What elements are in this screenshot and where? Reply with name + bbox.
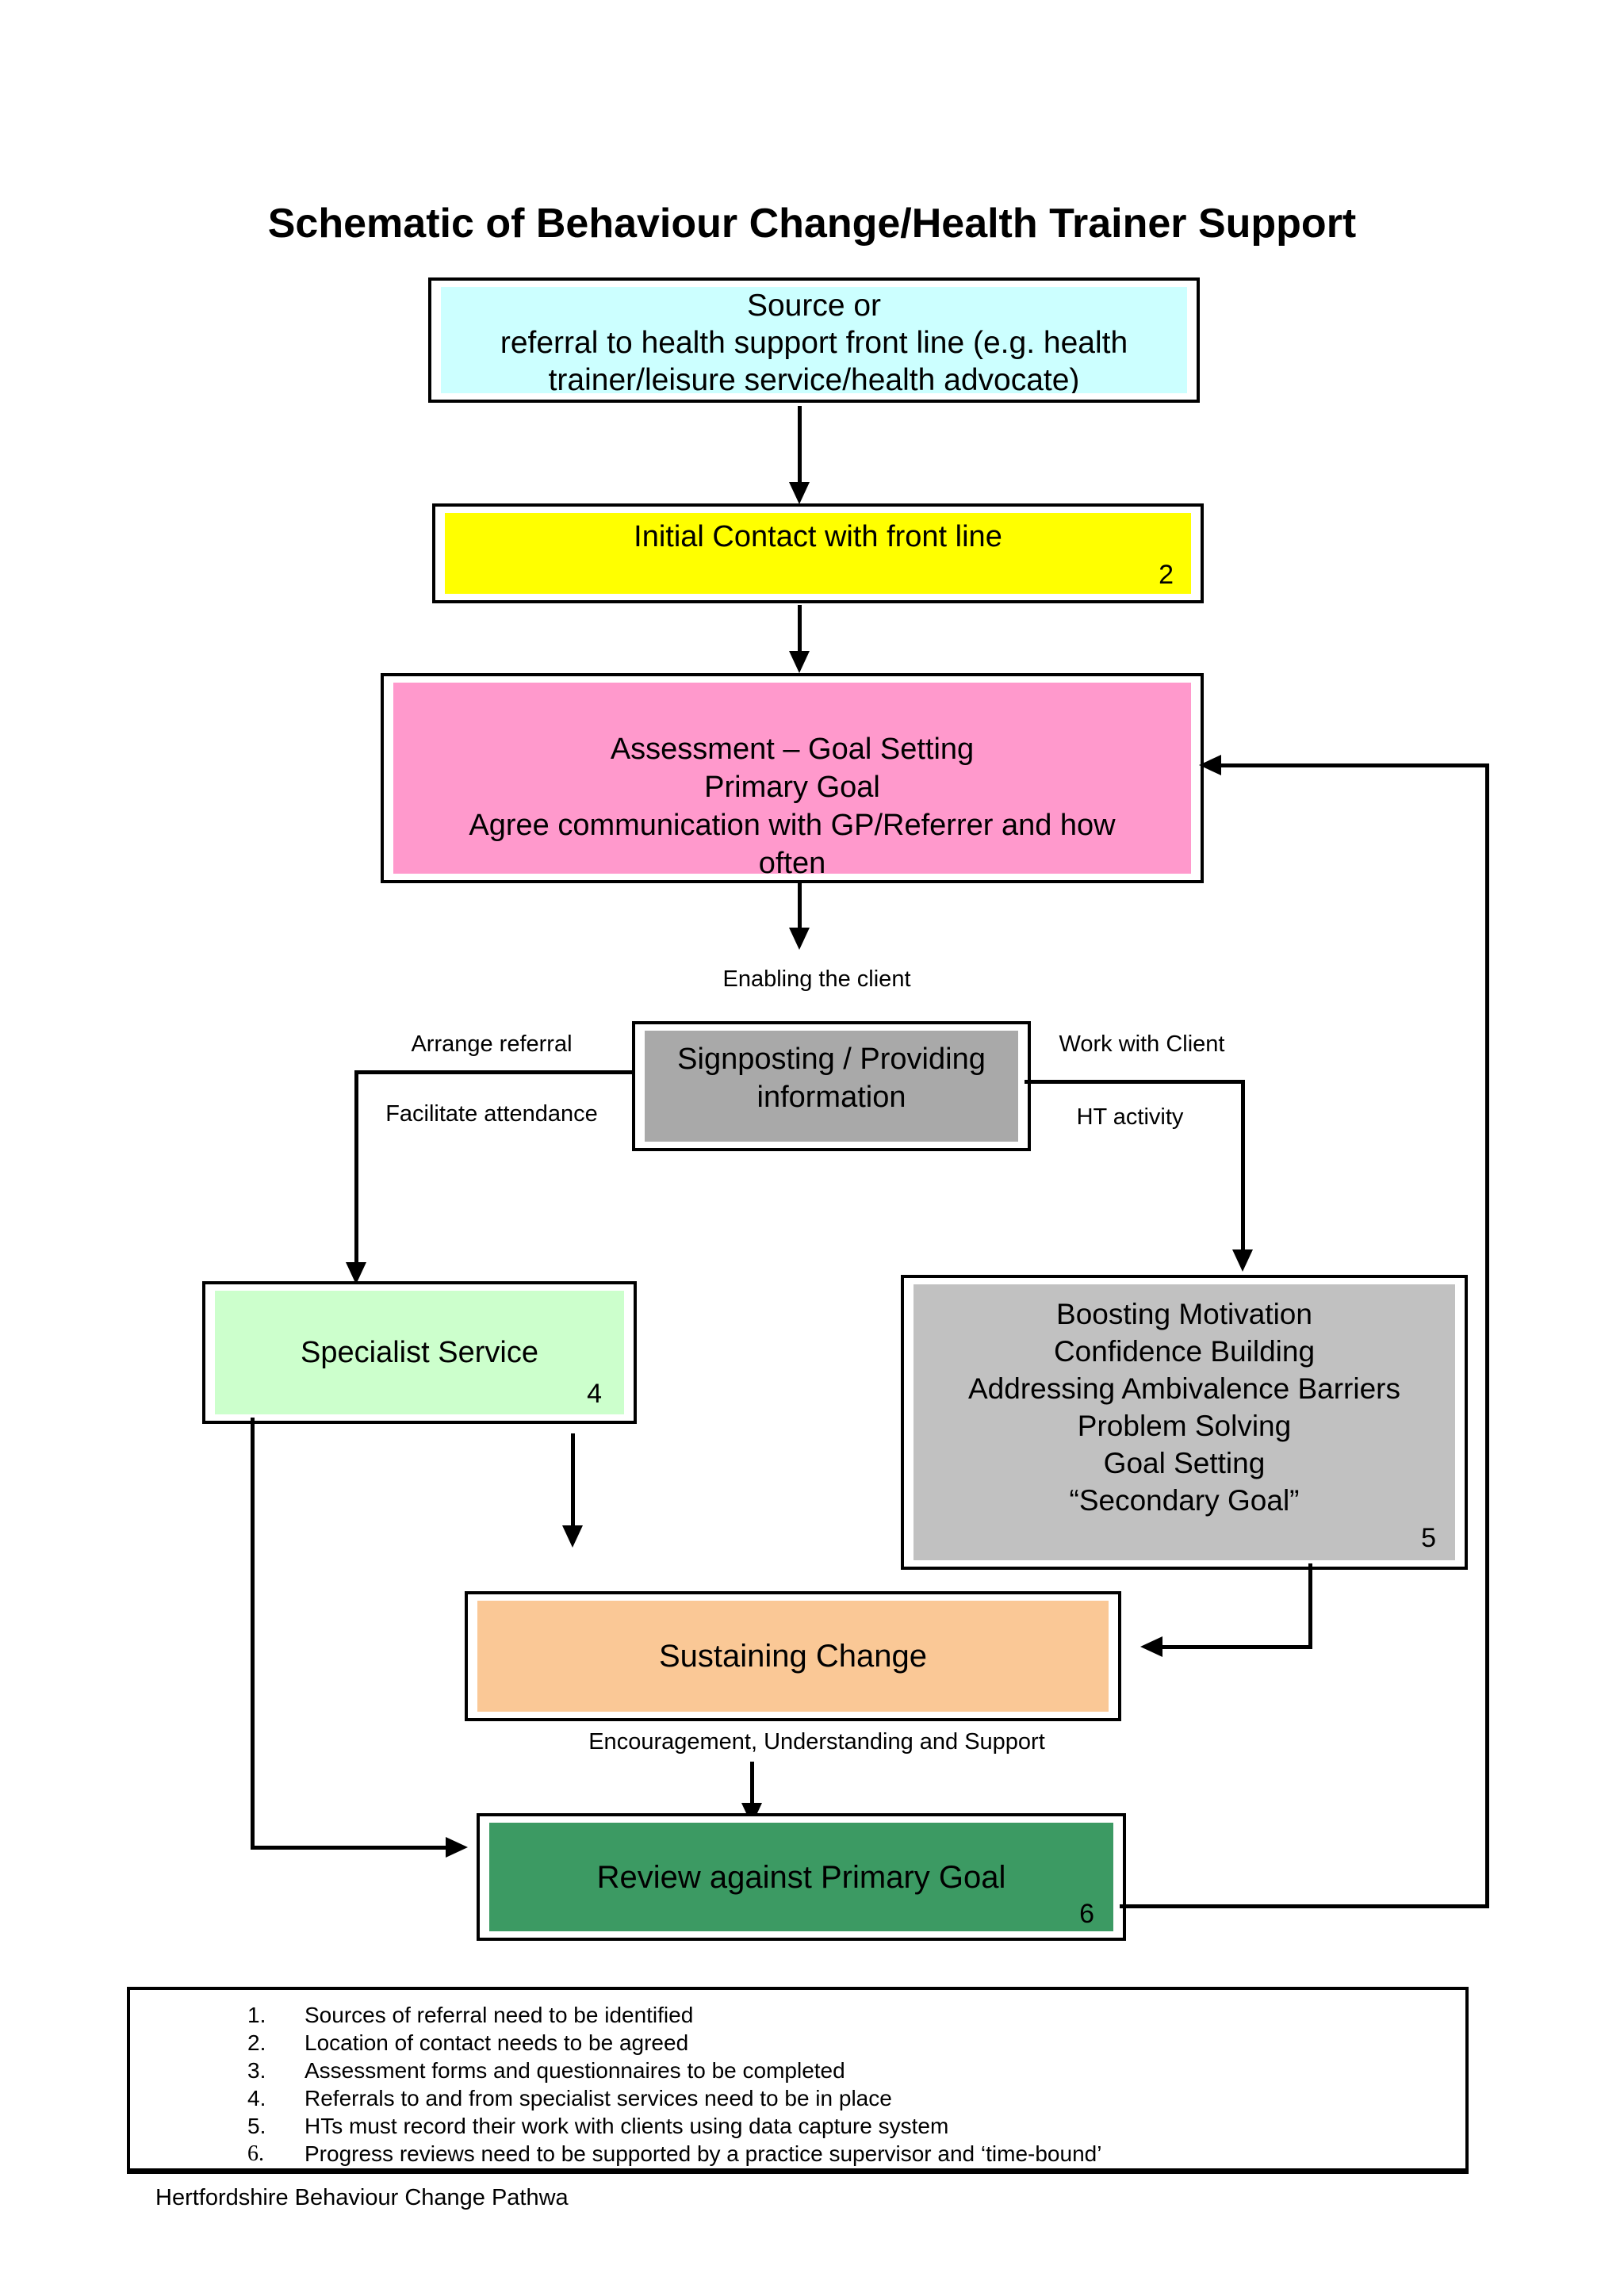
node-sustaining-change: Sustaining Change: [465, 1591, 1121, 1721]
note-number: 6.: [247, 2141, 264, 2166]
node-signposting-text: Signposting / Providing information: [677, 1043, 986, 1114]
connector-initial-to-assessment-line: [798, 605, 802, 652]
connector-review-feedback-bottom: [1120, 1904, 1489, 1908]
connector-left-branch-vertical: [354, 1070, 358, 1264]
connector-right-branch-vertical: [1241, 1080, 1245, 1251]
note-text: HTs must record their work with clients …: [304, 2114, 949, 2138]
footer-text: Hertfordshire Behaviour Change Pathwa: [155, 2185, 569, 2210]
node-source-referral-fill: Source or referral to health support fro…: [441, 287, 1187, 393]
label-enabling-the-client: Enabling the client: [722, 966, 911, 992]
note-text: Progress reviews need to be supported by…: [304, 2141, 1102, 2166]
connector-assessment-to-signposting-arrowhead: [789, 928, 810, 950]
connector-right-branch-arrowhead: [1232, 1249, 1253, 1272]
note-text: Location of contact needs to be agreed: [304, 2030, 689, 2055]
node-specialist-service: Specialist Service 4: [202, 1281, 637, 1424]
node-signposting: Signposting / Providing information: [632, 1021, 1031, 1151]
node-specialist-service-text: Specialist Service: [301, 1336, 538, 1369]
connector-specialist-to-sustaining-arrowhead: [562, 1525, 583, 1548]
node-review-primary-goal-text: Review against Primary Goal: [596, 1859, 1006, 1895]
node-review-primary-goal-badge: 6: [1079, 1899, 1094, 1929]
node-initial-contact-badge: 2: [1159, 560, 1174, 590]
label-facilitate-attendance: Facilitate attendance: [385, 1101, 598, 1127]
node-ht-client-work-fill: Boosting Motivation Confidence Building …: [914, 1284, 1455, 1560]
connector-htwork-to-sustaining-arrowhead: [1140, 1636, 1162, 1657]
node-specialist-service-badge: 4: [587, 1379, 602, 1409]
page-title: Schematic of Behaviour Change/Health Tra…: [267, 201, 1357, 247]
note-item: 2. Location of contact needs to be agree…: [130, 2029, 1465, 2057]
node-initial-contact-fill: Initial Contact with front line 2: [445, 513, 1191, 594]
node-source-referral: Source or referral to health support fro…: [428, 277, 1200, 403]
node-signposting-fill: Signposting / Providing information: [645, 1031, 1018, 1142]
node-initial-contact-text: Initial Contact with front line: [634, 520, 1002, 553]
connector-review-feedback-arrowhead: [1199, 755, 1221, 775]
node-review-primary-goal-fill: Review against Primary Goal 6: [489, 1823, 1113, 1931]
note-number: 1.: [247, 2003, 266, 2027]
note-number: 3.: [247, 2058, 266, 2083]
connector-specialist-to-review-vertical: [251, 1418, 255, 1850]
label-ht-activity: HT activity: [1076, 1104, 1184, 1130]
connector-source-to-initial-arrowhead: [789, 482, 810, 504]
node-ht-client-work-text: Boosting Motivation Confidence Building …: [968, 1298, 1400, 1517]
label-encouragement-support: Encouragement, Understanding and Support: [588, 1729, 1045, 1755]
connector-sustaining-to-review-line: [750, 1762, 754, 1806]
connector-source-to-initial-line: [798, 406, 802, 484]
notes-box: 1. Sources of referral need to be identi…: [127, 1987, 1469, 2174]
node-sustaining-change-text: Sustaining Change: [658, 1639, 928, 1674]
note-item: 5. HTs must record their work with clien…: [130, 2112, 1465, 2140]
node-review-primary-goal: Review against Primary Goal 6: [477, 1813, 1126, 1941]
note-text: Assessment forms and questionnaires to b…: [304, 2058, 845, 2083]
connector-right-branch-horizontal: [1025, 1080, 1245, 1084]
node-sustaining-change-fill: Sustaining Change: [477, 1601, 1109, 1712]
note-item: 1. Sources of referral need to be identi…: [130, 2001, 1465, 2029]
node-assessment-goal-setting: Assessment – Goal Setting Primary Goal A…: [381, 673, 1204, 883]
note-text: Sources of referral need to be identifie…: [304, 2003, 694, 2027]
node-specialist-service-fill: Specialist Service 4: [215, 1291, 624, 1414]
node-assessment-goal-setting-text: Assessment – Goal Setting Primary Goal A…: [469, 733, 1116, 874]
node-ht-client-work-badge: 5: [1421, 1523, 1436, 1553]
connector-initial-to-assessment-arrowhead: [789, 651, 810, 673]
connector-review-feedback-vertical: [1485, 763, 1489, 1908]
node-ht-client-work: Boosting Motivation Confidence Building …: [901, 1275, 1468, 1570]
note-text: Referrals to and from specialist service…: [304, 2086, 892, 2110]
connector-review-feedback-top: [1220, 763, 1489, 767]
note-item: 4. Referrals to and from specialist serv…: [130, 2084, 1465, 2112]
note-number: 5.: [247, 2114, 266, 2138]
note-item: 3. Assessment forms and questionnaires t…: [130, 2057, 1465, 2084]
connector-htwork-to-sustaining-horizontal: [1161, 1645, 1312, 1649]
connector-specialist-to-review-horizontal: [251, 1846, 446, 1850]
label-work-with-client: Work with Client: [1059, 1031, 1225, 1057]
note-number: 2.: [247, 2030, 266, 2055]
connector-specialist-to-sustaining-line: [571, 1433, 575, 1527]
connector-htwork-to-sustaining-vertical: [1308, 1563, 1312, 1649]
note-item: 6. Progress reviews need to be supported…: [130, 2140, 1465, 2168]
connector-assessment-to-signposting-line: [798, 880, 802, 929]
note-number: 4.: [247, 2086, 266, 2110]
label-arrange-referral: Arrange referral: [411, 1031, 573, 1057]
connector-left-branch-horizontal: [354, 1070, 634, 1074]
node-assessment-goal-setting-fill: Assessment – Goal Setting Primary Goal A…: [393, 683, 1191, 874]
connector-specialist-to-review-arrowhead: [446, 1837, 468, 1858]
node-source-referral-text: Source or referral to health support fro…: [500, 289, 1128, 393]
connector-left-branch-arrowhead: [346, 1262, 366, 1284]
node-initial-contact: Initial Contact with front line 2: [432, 503, 1204, 603]
